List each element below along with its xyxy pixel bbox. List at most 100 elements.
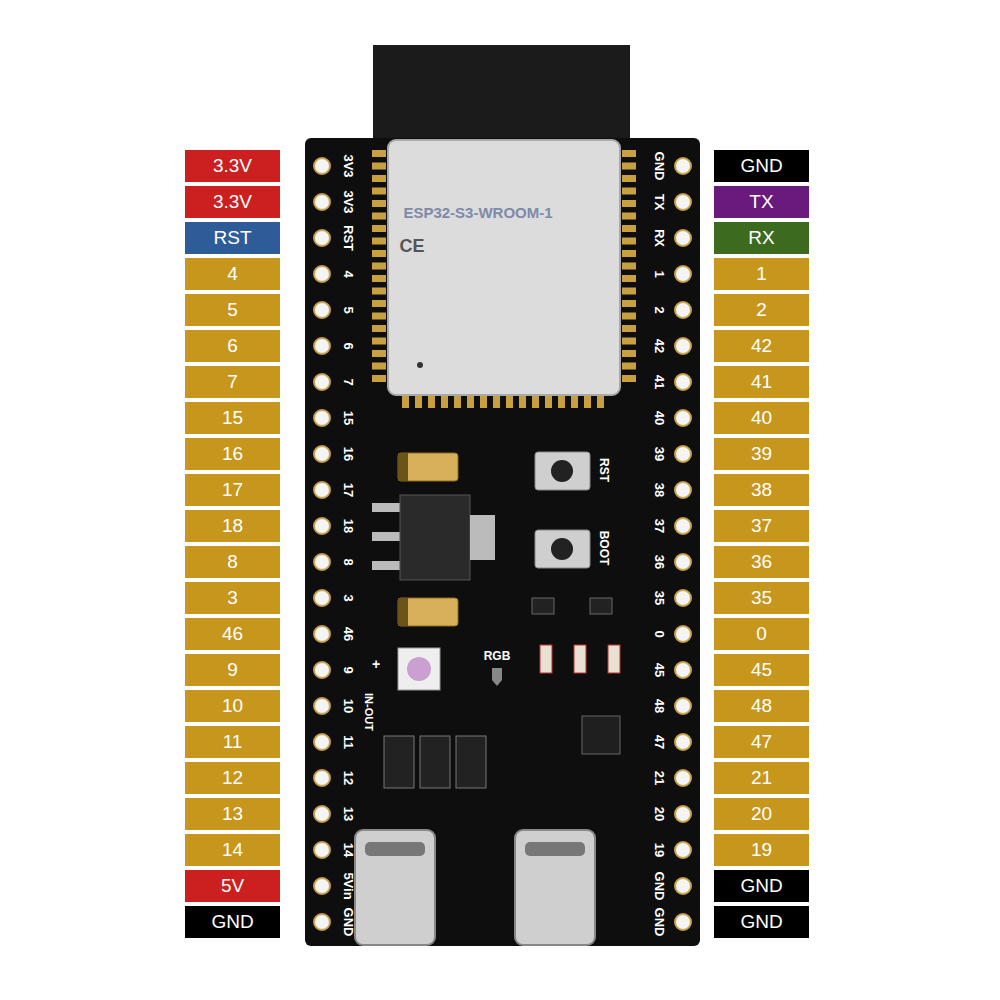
pad [372, 325, 386, 332]
pin-hole [314, 662, 330, 678]
pin-hole [675, 266, 691, 282]
pin-label-box: GND [714, 870, 809, 902]
silkscreen-pin-name: 5 [342, 306, 355, 313]
pin-label-box: 7 [185, 366, 280, 398]
silkscreen-pin-name: 3V3 [342, 154, 355, 177]
pin-label-box: 42 [714, 330, 809, 362]
pad [532, 394, 539, 408]
pin-label: 37 [751, 515, 772, 537]
pin-label-box: TX [714, 186, 809, 218]
pin-hole [675, 590, 691, 606]
pad [622, 338, 636, 345]
pad [372, 288, 386, 295]
pin-label: 48 [751, 695, 772, 717]
board-marking: RGB [484, 650, 511, 662]
pin-label: GND [740, 155, 782, 177]
pad [622, 275, 636, 282]
silkscreen-pin-name: 17 [342, 483, 355, 497]
pad [372, 275, 386, 282]
pin-label-box: 48 [714, 690, 809, 722]
pin-hole [675, 230, 691, 246]
board-marking: CE [399, 237, 424, 255]
rgb-led [398, 648, 440, 690]
silkscreen-pin-name: 2 [653, 306, 666, 313]
pin-hole [314, 482, 330, 498]
silkscreen-pin-name: 21 [653, 771, 666, 785]
pin-hole [314, 230, 330, 246]
pin-label: 13 [222, 803, 243, 825]
pin-hole [314, 806, 330, 822]
silkscreen-pin-name: 36 [653, 555, 666, 569]
pad [372, 375, 386, 382]
pin-label: 8 [227, 551, 238, 573]
pin-label: 7 [227, 371, 238, 393]
pin-label: 45 [751, 659, 772, 681]
pin-label: 21 [751, 767, 772, 789]
pin-label: 4 [227, 263, 238, 285]
pin-hole [675, 554, 691, 570]
pad [372, 213, 386, 220]
pin-label-box: 5V [185, 870, 280, 902]
pin-hole [314, 338, 330, 354]
pin-hole [675, 698, 691, 714]
pin-hole [675, 770, 691, 786]
silkscreen-pin-name: 3V3 [342, 190, 355, 213]
pad [622, 363, 636, 370]
silkscreen-pin-name: 42 [653, 339, 666, 353]
pin-hole [675, 878, 691, 894]
pin-hole [675, 374, 691, 390]
silkscreen-pin-name: GND [653, 908, 666, 937]
pin-hole [314, 158, 330, 174]
arrow-mark [492, 668, 502, 686]
pad [372, 163, 386, 170]
silkscreen-pin-name: 0 [653, 630, 666, 637]
pad [506, 394, 513, 408]
silkscreen-pin-name: GND [653, 152, 666, 181]
pin-label: 0 [756, 623, 767, 645]
silkscreen-pin-name: 40 [653, 411, 666, 425]
pin-label-box: 18 [185, 510, 280, 542]
pin-label-box: 4 [185, 258, 280, 290]
pin-label-box: 3.3V [185, 150, 280, 182]
pad [441, 394, 448, 408]
silkscreen-pin-name: GND [653, 872, 666, 901]
pad [622, 225, 636, 232]
silkscreen-pin-name: 16 [342, 447, 355, 461]
silkscreen-pin-name: 5Vin [342, 872, 355, 899]
pin-hole [314, 842, 330, 858]
pin-label: GND [211, 911, 253, 933]
silkscreen-pin-name: 9 [342, 666, 355, 673]
pad [428, 394, 435, 408]
pad [622, 163, 636, 170]
silkscreen-pin-name: 20 [653, 807, 666, 821]
pad [402, 394, 409, 408]
silkscreen-pin-name: 12 [342, 771, 355, 785]
pin-hole [314, 878, 330, 894]
silkscreen-pin-name: 41 [653, 375, 666, 389]
pin-hole [314, 914, 330, 930]
pcb-board [305, 138, 700, 946]
pin-label-box: 20 [714, 798, 809, 830]
pin-hole [314, 302, 330, 318]
pin-hole [675, 410, 691, 426]
pin-hole [314, 734, 330, 750]
pin-label: 16 [222, 443, 243, 465]
pin-label: 15 [222, 407, 243, 429]
board-marking: IN-OUT [363, 693, 374, 731]
pad [597, 394, 604, 408]
pin-hole [314, 194, 330, 210]
silkscreen-pin-name: 45 [653, 663, 666, 677]
pin-label: TX [749, 191, 773, 213]
pin-label-box: GND [714, 150, 809, 182]
silkscreen-pin-name: 15 [342, 411, 355, 425]
pad [372, 175, 386, 182]
pin-label-box: 1 [714, 258, 809, 290]
pin-hole [314, 410, 330, 426]
pad [372, 350, 386, 357]
silkscreen-pin-name: 39 [653, 447, 666, 461]
pin-label: 17 [222, 479, 243, 501]
pin-label: 20 [751, 803, 772, 825]
pad [415, 394, 422, 408]
